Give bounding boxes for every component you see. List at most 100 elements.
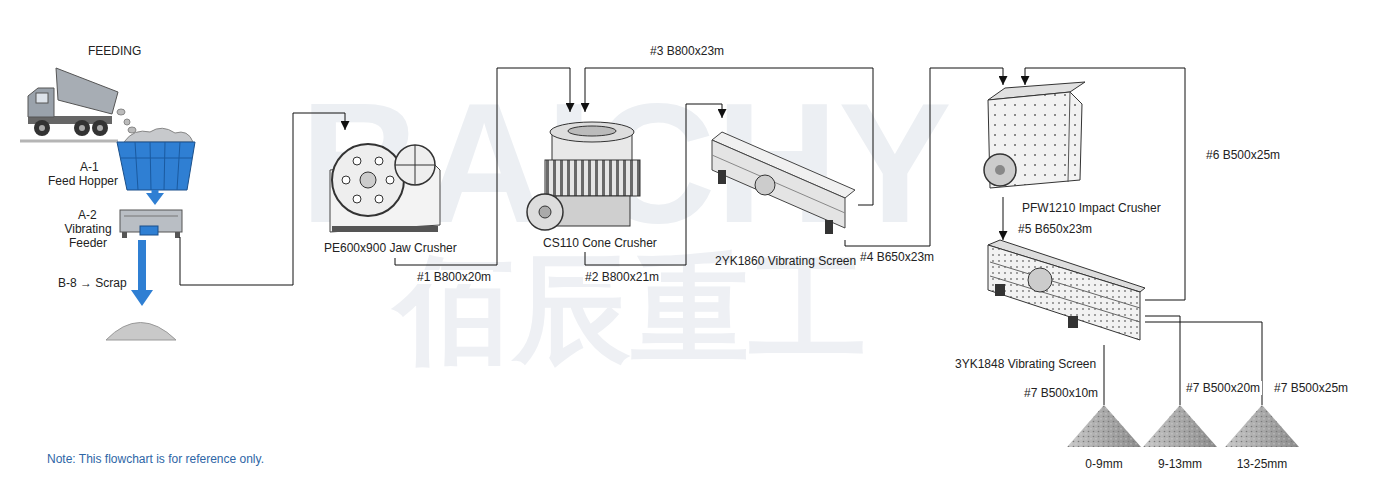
scrap-arrow: [138, 240, 146, 292]
jaw-crusher-drawing: [386, 176, 394, 184]
machine-label: PE600x900 Jaw Crusher: [324, 241, 457, 255]
part-code: A-2: [78, 208, 97, 222]
dump-truck: [117, 109, 125, 115]
belt-conveyor-line: [1145, 322, 1262, 405]
conveyor-label: #6 B500x25m: [1204, 148, 1282, 162]
jaw-crusher-drawing: [415, 145, 416, 185]
dump-truck: [20, 68, 136, 141]
belt-conveyor-line: [395, 68, 570, 265]
impact-crusher-drawing: [988, 92, 1082, 188]
jaw-crusher-drawing: [360, 172, 376, 188]
pile-shape: [1143, 405, 1217, 447]
jaw-crusher-drawing: [342, 176, 350, 184]
cone-crusher-drawing: [550, 122, 634, 142]
pile-shape: [1067, 405, 1141, 447]
vibrating-screen-drawing: [825, 220, 833, 234]
jaw-crusher-drawing: [353, 195, 361, 203]
feed-hopper-drawing: [135, 142, 138, 190]
cone-crusher-drawing: [539, 206, 551, 218]
conveyor-label: #3 B800x23m: [648, 44, 726, 58]
machine-node: A-1Feed Hopper: [115, 140, 197, 190]
dump-truck: [39, 125, 45, 131]
vibrating-screen-drawing: [712, 132, 855, 234]
belt-conveyor-line: [180, 113, 345, 285]
jaw-crusher-drawing: [375, 195, 383, 203]
cone-crusher-drawing: [556, 196, 630, 226]
scrap-arrow: [131, 290, 153, 306]
pile-shape: [1067, 405, 1141, 447]
machine-label: 3YK1848 Vibrating Screen: [955, 357, 1096, 371]
impact-crusher-drawing: [984, 154, 1016, 186]
vibrating-screen-drawing: [988, 245, 1140, 340]
jaw-crusher-drawing: [330, 144, 440, 232]
vibrating-screen-drawing: [718, 170, 726, 184]
feed-hopper-drawing: [117, 128, 195, 190]
vibrating-feeder-drawing: [124, 216, 178, 217]
machine-label: Feed Hopper: [48, 174, 118, 188]
belt-conveyor-line: [1104, 345, 1105, 405]
belt-conveyor-line: [585, 68, 873, 205]
vibrating-feeder-drawing: [122, 232, 127, 238]
cone-crusher-drawing: [545, 160, 640, 196]
dump-truck: [79, 125, 85, 131]
pile-texture: [1225, 405, 1299, 447]
belt-conveyor-line: [1145, 316, 1180, 405]
annotation-label: B-8 → Scrap: [58, 276, 127, 290]
dump-truck: [124, 119, 130, 125]
impact-crusher-drawing: [984, 82, 1085, 188]
jaw-crusher-drawing: [395, 145, 435, 185]
conveyor-label: #7 B500x25m: [1272, 381, 1350, 395]
machine-node: 3YK1848 Vibrating Screen: [985, 240, 1145, 345]
cone-crusher-drawing: [527, 194, 563, 230]
vibrating-feeder-drawing: [140, 226, 158, 235]
cone-crusher-drawing: [568, 126, 616, 136]
conveyor-label: #5 B650x23m: [1016, 222, 1094, 236]
belt-conveyor-line: [1003, 197, 1004, 240]
conveyor-label: #1 B800x20m: [415, 270, 493, 284]
machine-label: PFW1210 Impact Crusher: [1022, 201, 1161, 215]
machine-node: CS110 Cone Crusher: [525, 112, 661, 252]
pile-texture: [1143, 405, 1217, 447]
vibrating-screen-drawing: [990, 262, 1140, 308]
pile-texture: [1067, 405, 1141, 447]
vibrating-screen-drawing: [990, 276, 1140, 322]
cone-crusher-drawing: [527, 122, 640, 230]
feed-hopper-drawing: [124, 128, 193, 142]
machine-node: PFW1210 Impact Crusher: [980, 85, 1085, 197]
conveyor-label: #4 B650x23m: [858, 250, 936, 264]
feed-hopper-drawing: [164, 142, 165, 190]
feed-hopper-drawing: [117, 142, 195, 190]
dump-truck: [92, 120, 108, 136]
vibrating-screen-drawing: [995, 284, 1005, 296]
jaw-crusher-drawing: [332, 226, 438, 232]
belt-conveyor-line: [1025, 68, 1185, 300]
impact-crusher-drawing: [995, 165, 1005, 175]
jaw-crusher-drawing: [375, 157, 383, 165]
dump-truck: [128, 127, 136, 133]
conveyor-label: #7 B500x10m: [1022, 386, 1100, 400]
machine-node: 2YK1860 Vibrating Screen: [705, 118, 858, 240]
machine-label: 2YK1860 Vibrating Screen: [715, 254, 856, 268]
belt-conveyor-line: [845, 68, 1003, 246]
size-label: 0-9mm: [1067, 457, 1141, 471]
vibrating-screen-drawing: [988, 240, 1145, 340]
pile-shape: [1225, 405, 1299, 447]
feed-arrow: [152, 190, 159, 193]
vibrating-screen-drawing: [1068, 316, 1078, 328]
pile-shape: [1143, 405, 1217, 447]
conveyor-label: #2 B800x21m: [583, 270, 661, 284]
vibrating-screen-drawing: [712, 155, 845, 213]
product-pile: 13-25mm: [1225, 405, 1299, 447]
part-code: A-1: [80, 160, 99, 174]
product-pile: 9-13mm: [1143, 405, 1217, 447]
dump-truck: [56, 68, 118, 114]
jaw-crusher-drawing: [353, 157, 361, 165]
impact-crusher-drawing: [1068, 92, 1070, 182]
dump-truck: [36, 93, 48, 103]
dump-truck: [97, 125, 103, 131]
feed-hopper-drawing: [120, 158, 192, 159]
dump-truck: [34, 120, 50, 136]
annotation-label: FEEDING: [88, 44, 141, 58]
vibrating-screen-drawing: [755, 175, 775, 195]
